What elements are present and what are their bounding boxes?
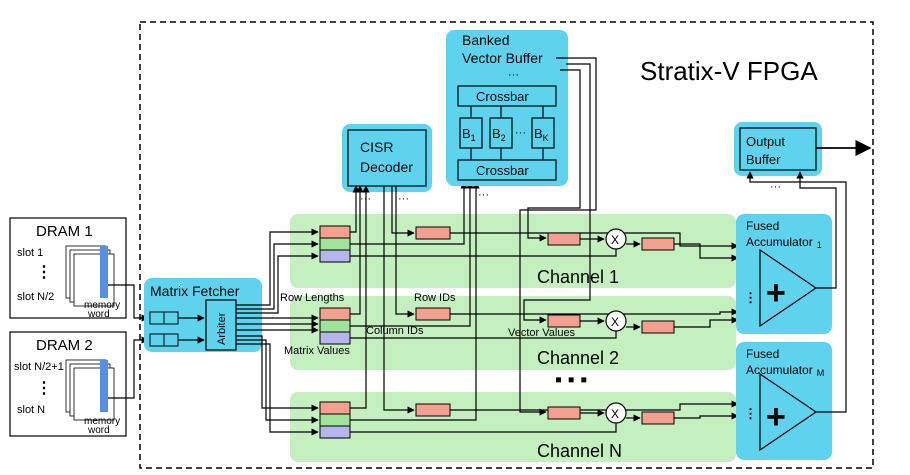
svg-text:⋮: ⋮ [36, 380, 52, 397]
svg-text:Fused: Fused [746, 347, 779, 361]
svg-text:Output: Output [746, 134, 785, 149]
fpga-boundary [139, 21, 874, 469]
row-id-fifo-n [415, 403, 451, 417]
vector-fifo-2 [547, 314, 581, 328]
cisr-decoder: CISR Decoder [342, 124, 432, 192]
multiplier-1: X [605, 228, 627, 250]
memory-word-column [100, 246, 108, 298]
svg-text:CISR: CISR [360, 139, 393, 155]
svg-text:BK: BK [534, 126, 549, 143]
svg-text:slot 1: slot 1 [17, 247, 43, 259]
svg-text:Crossbar: Crossbar [476, 89, 529, 104]
svg-text:···: ··· [360, 193, 371, 205]
channel-n-input-fifos [319, 401, 351, 439]
row-id-fifo-2 [415, 307, 451, 321]
arbiter [205, 299, 237, 351]
channel-n-label: Channel N [537, 441, 622, 461]
channel-ellipsis: ▪ ▪ ▪ [555, 369, 587, 391]
memory-word-column [100, 360, 108, 412]
svg-text:···: ··· [398, 193, 409, 205]
svg-text:···: ··· [515, 127, 526, 139]
svg-text:slot N: slot N [17, 404, 45, 416]
svg-text:memory: memory [84, 300, 120, 311]
crossbar-bottom [457, 159, 557, 181]
product-fifo-n [641, 411, 675, 425]
row-lengths-label: Row Lengths [280, 292, 345, 304]
svg-text:⋮: ⋮ [36, 264, 52, 281]
column-ids-label: Column IDs [366, 325, 424, 337]
banked-vector-buffer: Banked Vector Buffer ··· Crossbar B1 B2 … [446, 30, 568, 186]
output-buffer: Output Buffer [734, 122, 822, 176]
matrix-values-label: Matrix Values [284, 345, 350, 357]
svg-text:Vector Buffer: Vector Buffer [462, 50, 543, 66]
svg-text:memory: memory [84, 416, 120, 427]
svg-text:···: ··· [508, 69, 519, 81]
vector-values-label: Vector Values [508, 327, 576, 339]
channel-1-label: Channel 1 [537, 267, 619, 287]
dram-2: DRAM 2 slot N/2+1 ⋮ slot N memory word [9, 331, 127, 437]
svg-text:Buffer: Buffer [746, 152, 781, 167]
svg-text:Decoder: Decoder [360, 159, 413, 175]
multiplier-n: X [605, 402, 627, 424]
svg-text:X: X [611, 407, 619, 421]
svg-text:⋮: ⋮ [744, 290, 757, 305]
product-fifo-1 [641, 237, 675, 251]
svg-text:Arbiter: Arbiter [216, 312, 228, 345]
row-id-fifo-1 [415, 226, 451, 240]
svg-text:word: word [87, 425, 110, 436]
svg-text:DRAM 1: DRAM 1 [36, 223, 93, 240]
svg-text:Crossbar: Crossbar [476, 163, 529, 178]
svg-text:Banked: Banked [462, 32, 509, 48]
svg-text:⋮: ⋮ [744, 406, 757, 421]
fpga-label: Stratix-V FPGA [640, 56, 818, 86]
svg-text:···: ··· [770, 181, 781, 193]
channel-n-band [290, 392, 736, 462]
matrix-fetcher: Matrix Fetcher Arbiter [144, 278, 262, 352]
svg-text:Fused: Fused [746, 219, 779, 233]
multiplier-2: X [605, 310, 627, 332]
svg-text:X: X [611, 315, 619, 329]
dram-1: DRAM 1 slot 1 ⋮ slot N/2 memory word [9, 217, 127, 320]
product-fifo-2 [641, 320, 675, 334]
channel-2-label: Channel 2 [537, 348, 619, 368]
svg-text:B1: B1 [462, 126, 476, 143]
vector-fifo-n [547, 406, 581, 420]
row-ids-label: Row IDs [414, 292, 456, 304]
vector-fifo-1 [547, 232, 581, 246]
svg-text:···: ··· [478, 189, 489, 201]
svg-text:DRAM 2: DRAM 2 [36, 337, 93, 354]
svg-text:+: + [766, 398, 786, 436]
svg-text:B2: B2 [492, 126, 506, 143]
channel-2-input-fifos [319, 307, 351, 345]
channel-1-band [290, 214, 736, 288]
svg-text:X: X [611, 233, 619, 247]
svg-text:Matrix Fetcher: Matrix Fetcher [150, 283, 240, 299]
svg-text:slot N/2+1: slot N/2+1 [14, 361, 64, 373]
svg-text:slot N/2: slot N/2 [17, 291, 54, 303]
svg-text:word: word [87, 309, 110, 320]
crossbar-top [457, 85, 557, 107]
channel-1-input-fifos [319, 225, 351, 263]
svg-text:+: + [766, 274, 786, 312]
